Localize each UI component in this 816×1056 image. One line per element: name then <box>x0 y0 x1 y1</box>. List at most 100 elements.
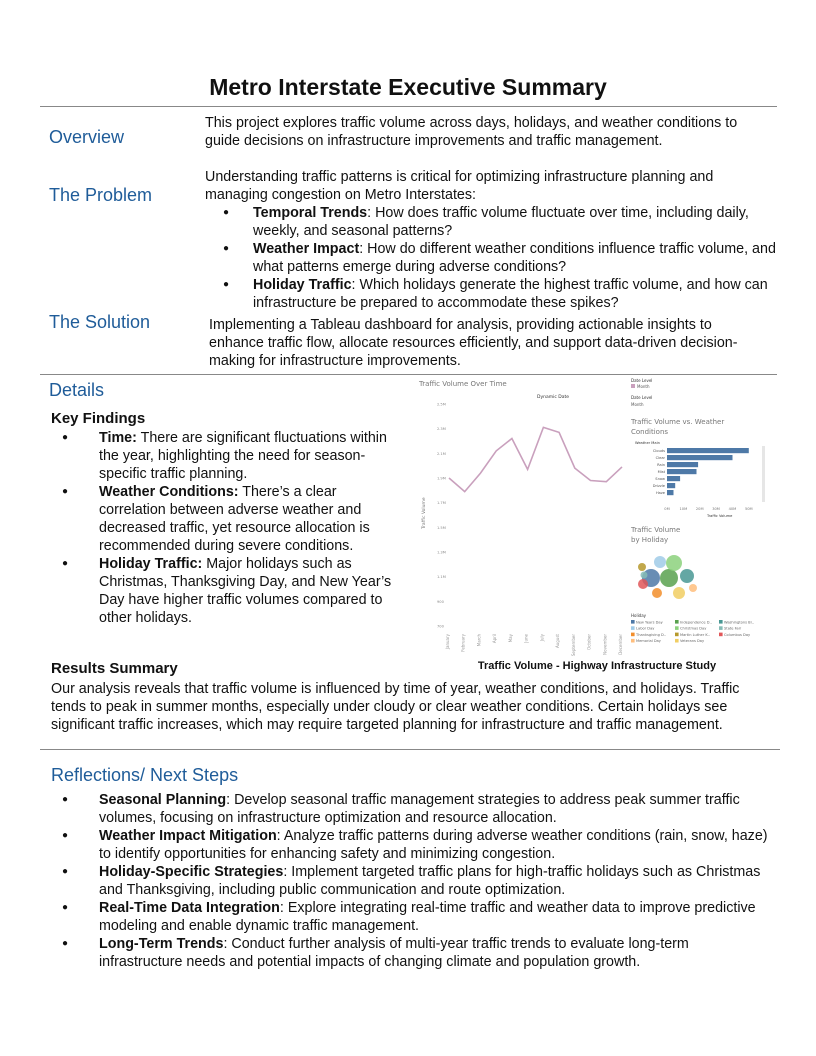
line-chart-title: Traffic Volume Over Time <box>418 380 507 388</box>
weather-bar <box>667 448 749 454</box>
reflection-item: Weather Impact Mitigation: Analyze traff… <box>51 827 771 863</box>
problem-bullet: Holiday Traffic: Which holidays generate… <box>205 276 777 312</box>
reflection-term: Real-Time Data Integration <box>99 900 280 916</box>
y-tick-label: 1.9M <box>437 477 446 481</box>
x-tick-label: October <box>587 634 592 650</box>
finding-term: Weather Conditions: <box>99 484 239 500</box>
weather-x-tick: 0M <box>664 507 669 511</box>
holiday-bubble <box>638 579 648 589</box>
holiday-legend-label: Labor Day <box>636 627 655 631</box>
reflection-term: Holiday-Specific Strategies <box>99 864 284 880</box>
dashboard-image: Traffic Volume Over Time Dynamic Date Tr… <box>418 378 765 656</box>
weather-chart-title-line2: Conditions <box>631 428 668 436</box>
x-tick-label: March <box>476 634 481 647</box>
results-text: Our analysis reveals that traffic volume… <box>51 681 740 733</box>
y-tick-label: 700 <box>437 625 445 629</box>
weather-bar-chart: Traffic Volume vs. Weather Conditions We… <box>630 418 765 518</box>
legend-swatch-month <box>631 384 635 388</box>
holiday-bubble <box>640 571 648 579</box>
bullet-term: Temporal Trends <box>253 205 368 221</box>
reflection-text: : Develop seasonal traffic management st… <box>99 792 740 826</box>
finding-text: Major holidays such as Christmas, Thanks… <box>99 556 392 626</box>
weather-category-label: Clouds <box>653 449 665 453</box>
problem-intro: Understanding traffic patterns is critic… <box>205 169 714 203</box>
reflection-text: : Explore integrating real-time traffic … <box>99 900 756 934</box>
date-level-legend: Date Level Month Date Level Month <box>631 378 652 407</box>
page-title: Metro Interstate Executive Summary <box>209 74 607 100</box>
reflections-list: Seasonal Planning: Develop seasonal traf… <box>51 791 771 971</box>
finding-text: There are significant fluctuations withi… <box>99 430 387 482</box>
dashboard-caption: Traffic Volume - Highway Infrastructure … <box>477 660 717 672</box>
solution-divider <box>40 374 777 375</box>
finding-text: There’s a clear correlation between adve… <box>99 484 370 554</box>
bullet-text: : How does traffic volume fluctuate over… <box>253 205 749 239</box>
key-findings-heading: Key Findings <box>51 410 146 427</box>
reflection-item: Holiday-Specific Strategies: Implement t… <box>51 863 771 899</box>
weather-category-label: Haze <box>656 491 666 495</box>
finding-item: Holiday Traffic: Major holidays such as … <box>51 555 401 627</box>
x-tick-label: November <box>602 634 607 655</box>
legend-title-2: Date Level <box>631 395 652 400</box>
results-divider <box>40 749 780 750</box>
x-tick-label: August <box>555 634 560 648</box>
problem-bullet: Weather Impact: How do different weather… <box>205 240 777 276</box>
holiday-bubble <box>666 555 682 571</box>
x-tick-label: February <box>461 633 466 651</box>
bubble-chart-title-line1: Traffic Volume <box>630 526 680 534</box>
holiday-legend-swatch <box>631 626 635 630</box>
x-tick-label: December <box>618 634 623 655</box>
finding-item: Weather Conditions: There’s a clear corr… <box>51 483 401 555</box>
weather-category-label: Mist <box>658 470 666 474</box>
holiday-legend-label: Independence D.. <box>680 620 712 624</box>
weather-category-label: Snow <box>655 477 665 481</box>
holiday-legend-label: New Years Day <box>636 620 664 624</box>
results-heading: Results Summary <box>51 660 178 677</box>
holiday-legend-swatch <box>675 632 679 637</box>
weather-x-tick: 50M <box>745 507 753 511</box>
holiday-legend-label: Veterans Day <box>680 639 705 643</box>
reflection-term: Seasonal Planning <box>99 792 227 808</box>
holiday-legend-label: Martin Luther K.. <box>680 633 710 637</box>
holiday-legend-label: Washingtons Bi.. <box>724 620 754 624</box>
holiday-legend-label: State Fair <box>724 627 742 631</box>
weather-bar <box>667 455 733 461</box>
overview-text: This project explores traffic volume acr… <box>205 115 738 149</box>
weather-bar <box>667 476 681 482</box>
details-label: Details <box>49 380 105 400</box>
holiday-bubble <box>660 569 678 587</box>
x-tick-label: May <box>508 633 513 642</box>
legend-value-2: Month <box>631 402 644 407</box>
y-tick-label: 900 <box>437 600 445 604</box>
line-chart-subtitle: Dynamic Date <box>537 394 569 400</box>
key-findings-list: Time: There are significant fluctuations… <box>51 429 401 627</box>
holiday-legend-label: Thanksgiving D.. <box>635 633 666 637</box>
reflection-item: Long-Term Trends: Conduct further analys… <box>51 935 771 971</box>
reflections-label: Reflections/ Next Steps <box>51 765 239 785</box>
holiday-legend-swatch <box>719 632 723 637</box>
finding-term: Holiday Traffic: <box>99 556 203 572</box>
holiday-legend-swatch <box>719 620 723 624</box>
weather-bar <box>667 490 674 496</box>
problem-label: The Problem <box>49 185 153 205</box>
solution-text: Implementing a Tableau dashboard for ana… <box>209 317 738 369</box>
weather-category-label: Drizzle <box>653 484 666 488</box>
weather-col-header: Weather Main <box>635 441 660 445</box>
bullet-term: Weather Impact <box>253 241 360 257</box>
y-tick-label: 1.7M <box>437 501 446 505</box>
reflection-text: : Conduct further analysis of multi-year… <box>99 936 689 970</box>
holiday-legend-title: Holiday <box>631 613 647 618</box>
holiday-legend-swatch <box>719 626 723 630</box>
x-tick-label: July <box>539 633 544 642</box>
holiday-bubble <box>652 588 662 598</box>
traffic-volume-line <box>448 426 623 493</box>
weather-scrollbar[interactable] <box>762 446 765 502</box>
bullet-text: : How do different weather conditions in… <box>253 241 776 275</box>
weather-x-tick: 40M <box>729 507 737 511</box>
y-tick-label: 2.3M <box>437 427 446 431</box>
finding-term: Time: <box>99 430 137 446</box>
x-tick-label: September <box>571 634 576 656</box>
weather-category-label: Clear <box>656 456 666 460</box>
reflection-term: Long-Term Trends <box>99 936 224 952</box>
weather-x-tick: 10M <box>680 507 688 511</box>
reflection-text: : Analyze traffic patterns during advers… <box>99 828 768 862</box>
